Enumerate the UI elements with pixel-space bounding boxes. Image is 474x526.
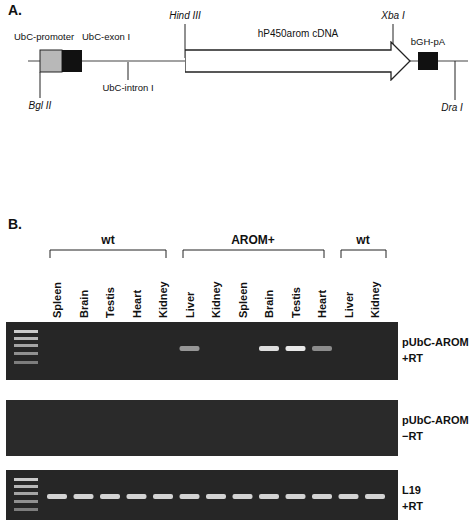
part-name: UbC-exon I: [82, 31, 130, 43]
group-bracket: [183, 250, 324, 258]
ladder-band: [14, 492, 38, 495]
group-name: wt: [101, 234, 114, 246]
rt-flag: −RT: [402, 430, 423, 442]
primer-name: pUbC-AROM: [402, 414, 469, 426]
promoter-box: [40, 50, 62, 72]
ladder-band: [14, 344, 38, 347]
part-leader: [128, 62, 129, 80]
lane-name: Kidney: [157, 281, 169, 318]
lane-name: Brain: [263, 290, 275, 318]
part-name: bGH-pA: [411, 36, 445, 48]
ladder-band: [14, 508, 38, 511]
pcr-band: [312, 346, 332, 351]
site-name: Hind III: [169, 10, 201, 22]
cdna-arrow: hP450arom cDNA: [185, 27, 411, 81]
lane-name: Heart: [316, 290, 328, 318]
lane-name: Brain: [78, 290, 90, 318]
pcr-band: [100, 494, 120, 499]
group-bracket: [50, 250, 166, 258]
panel-letter: B.: [8, 218, 22, 230]
exon-box: [62, 50, 82, 72]
pcr-band: [233, 494, 253, 499]
pcr-band: [286, 346, 306, 351]
pcr-band: [180, 494, 200, 499]
part-name: UbC-intron I: [102, 82, 153, 94]
pcr-band: [339, 494, 359, 499]
group-bracket: [341, 250, 386, 258]
cdna-name: hP450arom cDNA: [185, 27, 411, 41]
gel-panel: [6, 470, 398, 520]
site-name: Dra I: [441, 102, 463, 114]
ladder-band: [14, 485, 38, 488]
rt-flag: +RT: [402, 352, 423, 364]
lane-name: Kidney: [210, 281, 222, 318]
pcr-band: [47, 494, 67, 499]
lane-name: Testis: [104, 287, 116, 318]
lane-name: Liver: [343, 292, 355, 318]
group-name: AROM+: [231, 234, 275, 246]
pcr-band: [127, 494, 147, 499]
polya-box: [418, 52, 438, 70]
primer-name: pUbC-AROM: [402, 336, 469, 348]
pcr-band: [312, 494, 332, 499]
rt-flag: +RT: [402, 500, 423, 512]
primer-name: L19: [402, 484, 421, 496]
ladder-band: [14, 478, 38, 481]
site-leader: [40, 72, 41, 98]
ladder-band: [14, 337, 38, 340]
gel-panel: [6, 400, 398, 456]
pcr-band: [365, 494, 385, 499]
pcr-band: [74, 494, 94, 499]
lane-name: Spleen: [237, 282, 249, 318]
panel-letter: A.: [8, 4, 22, 16]
ladder-band: [14, 361, 38, 364]
pcr-band: [259, 494, 279, 499]
lane-name: Liver: [184, 292, 196, 318]
ladder-band: [14, 352, 38, 355]
pcr-band: [180, 346, 200, 351]
pcr-band: [153, 494, 173, 499]
gel-panel: [6, 322, 398, 380]
lane-name: Kidney: [369, 281, 381, 318]
arrow-shape: [185, 41, 411, 81]
part-name: UbC-promoter: [14, 31, 74, 43]
ladder-band: [14, 330, 38, 333]
ladder-band: [14, 500, 38, 503]
site-name: Xba I: [381, 10, 404, 22]
site-leader: [455, 61, 456, 100]
lane-name: Testis: [290, 287, 302, 318]
lane-name: Heart: [131, 290, 143, 318]
arrow-outline: [185, 42, 410, 80]
pcr-band: [206, 494, 226, 499]
group-name: wt: [356, 234, 369, 246]
site-name: Bgl II: [29, 100, 52, 112]
lane-name: Spleen: [51, 282, 63, 318]
pcr-band: [286, 494, 306, 499]
pcr-band: [259, 346, 279, 351]
